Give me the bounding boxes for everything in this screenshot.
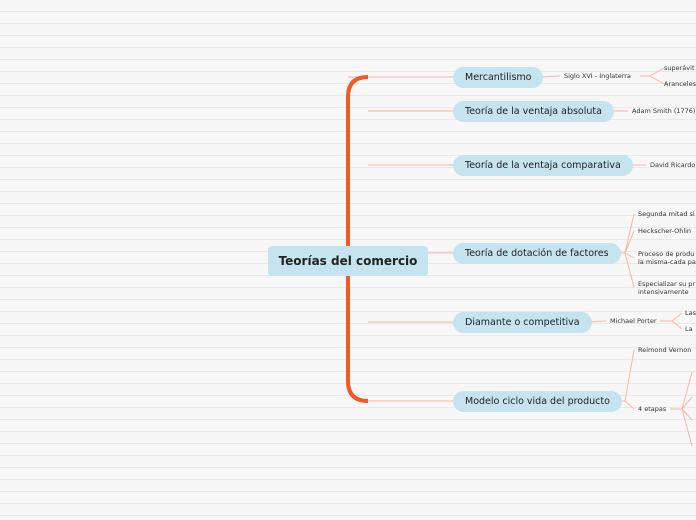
- topic-4-etapas[interactable]: 4 etapas: [638, 405, 667, 413]
- topic-especializar[interactable]: Especializar su pr intensivamente: [638, 280, 696, 296]
- node-mercantilismo[interactable]: Mercantilismo: [453, 67, 544, 88]
- topic-michael-porter[interactable]: Michael Porter: [610, 317, 657, 325]
- topic-la[interactable]: La: [685, 325, 693, 333]
- topic-adam-smith[interactable]: Adam Smith (1776): [632, 107, 696, 115]
- topic-las[interactable]: Las: [685, 309, 696, 317]
- topic-siglo-xvi[interactable]: Siglo XVI - Inglaterra: [564, 72, 631, 80]
- topic-david-ricardo[interactable]: David Ricardo: [650, 161, 696, 169]
- topic-heckscher-ohlin[interactable]: Heckscher-Ohlin: [638, 227, 692, 235]
- topic-superavit[interactable]: superávit: [664, 64, 695, 72]
- node-diamante[interactable]: Diamante o competitiva: [453, 312, 592, 333]
- topic-reimond-vernon[interactable]: Reimond Vernon: [638, 346, 692, 354]
- root-node[interactable]: Teorías del comercio: [268, 246, 428, 276]
- node-dotacion-factores[interactable]: Teoría de dotación de factores: [453, 243, 621, 264]
- topic-proceso[interactable]: Proceso de produ la misma-cada pa: [638, 250, 696, 266]
- node-ciclo-vida[interactable]: Modelo ciclo vida del producto: [453, 391, 622, 412]
- topic-aranceles[interactable]: Aranceles: [664, 80, 696, 88]
- node-ventaja-absoluta[interactable]: Teoría de la ventaja absoluta: [453, 101, 614, 122]
- node-ventaja-comparativa[interactable]: Teoría de la ventaja comparativa: [453, 155, 633, 176]
- topic-segunda-mitad[interactable]: Segunda mitad si: [638, 210, 695, 218]
